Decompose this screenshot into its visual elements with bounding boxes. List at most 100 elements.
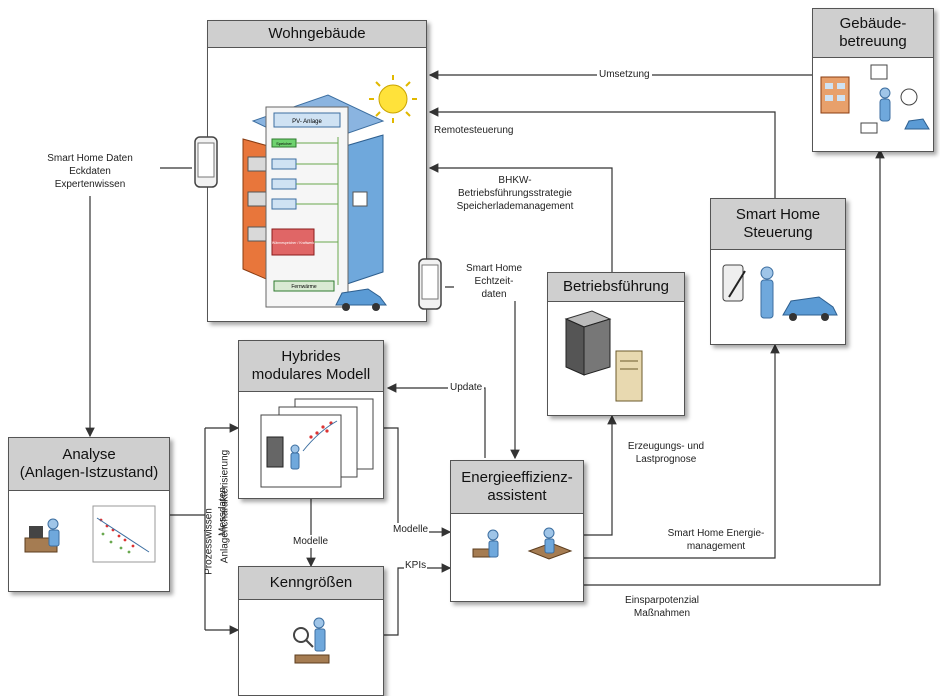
person-laptop-icon xyxy=(472,529,499,558)
building-illustration: PV- Anlage Speicher Wärmespeicher / Kraf… xyxy=(242,75,417,311)
person-magnifier-icon xyxy=(293,617,330,664)
model-stack-illustration xyxy=(260,398,374,488)
person-icon xyxy=(879,87,891,122)
label-vertical-group: Prozesswissen Messdaten Anlagencharakter… xyxy=(192,430,232,600)
label-energiemanagement-1: Smart Home Energie- xyxy=(667,528,765,539)
box-gebaeudebetreuung-title-2: betreuung xyxy=(839,33,907,50)
box-betriebsfuehrung-title: Betriebsführung xyxy=(563,278,669,295)
label-energiemanagement: Smart Home Energie- management xyxy=(656,527,776,553)
smarthome-illustration xyxy=(722,264,838,321)
arrow-modelle-right xyxy=(382,427,452,537)
pv-speicher-label: Speicher xyxy=(276,141,292,146)
box-kenngroessen: Kenngrößen xyxy=(238,566,384,696)
label-energiemanagement-2: management xyxy=(686,541,746,552)
label-umsetzung: Umsetzung xyxy=(597,68,652,81)
pv-panel-title: PV- Anlage xyxy=(292,119,322,125)
arrow-remotesteuerung xyxy=(428,107,776,198)
kpi-illustration xyxy=(293,617,330,664)
box-wohngebaeude-title: Wohngebäude xyxy=(268,25,366,42)
pc-tower-icon xyxy=(615,350,643,402)
label-smarthome-daten-3: Expertenwissen xyxy=(54,179,126,190)
box-hybrides-title-1: Hybrides xyxy=(281,348,341,365)
arrow-update xyxy=(386,383,486,458)
label-echtzeit-3: daten xyxy=(481,289,507,300)
laptop-icon xyxy=(860,122,878,134)
car-small-icon xyxy=(904,118,930,130)
pv-panel: PV- Anlage Speicher Wärmespeicher / Kraf… xyxy=(265,106,349,308)
box-hybrides-modell: Hybrides modulares Modell xyxy=(238,340,384,499)
person-desk-icon xyxy=(24,518,60,553)
person-icon xyxy=(290,444,300,470)
label-echtzeit-1: Smart Home xyxy=(465,263,523,274)
label-remotesteuerung: Remotesteuerung xyxy=(434,125,514,136)
label-bhkw-1: BHKW- xyxy=(498,175,532,186)
server-rack-icon xyxy=(564,310,612,376)
box-gebaeudebetreuung: Gebäude- betreuung xyxy=(812,8,934,152)
label-einspar-1: Einsparpotenzial xyxy=(625,595,699,606)
phone-icon-realtime xyxy=(418,258,442,310)
pv-fernwaerme-label: Fernwärme xyxy=(291,284,317,290)
box-analyse-title-2: (Anlagen-Istzustand) xyxy=(19,464,159,481)
label-smarthome-daten: Smart Home Daten Eckdaten Expertenwissen xyxy=(20,152,160,191)
car-icon xyxy=(335,288,387,311)
box-smarthome-title-2: Steuerung xyxy=(743,224,813,241)
label-smarthome-daten-1: Smart Home Daten xyxy=(47,153,133,164)
label-modelle-down: Modelle xyxy=(291,535,331,548)
service-illustration xyxy=(820,64,930,134)
label-kpis: KPIs xyxy=(404,559,428,572)
scatter-plot-icon xyxy=(92,505,156,563)
label-prozesswissen: Prozesswissen xyxy=(203,508,215,575)
box-analyse-title-1: Analyse xyxy=(62,446,116,463)
label-prognose: Erzeugungs- und Lastprognose xyxy=(616,440,716,466)
box-betriebsfuehrung-header: Betriebsführung xyxy=(548,273,684,302)
arrow-energiemanagement xyxy=(582,343,780,559)
label-anlagencharakterisierung: Anlagencharakterisierung xyxy=(219,449,231,564)
assistant-illustration xyxy=(472,527,573,560)
label-echtzeitdaten: Smart Home Echtzeit- daten xyxy=(454,262,534,301)
box-wohngebaeude-header: Wohngebäude xyxy=(208,21,426,48)
tablet-pen-icon xyxy=(722,264,746,302)
box-smarthome-steuerung: Smart Home Steuerung xyxy=(710,198,846,345)
box-energieeffizienz-header: Energieeffizienz- assistent xyxy=(451,461,583,514)
box-gebaeudebetreuung-header: Gebäude- betreuung xyxy=(813,9,933,58)
arrow-echtzeit xyxy=(445,286,520,460)
label-einsparpotenzial: Einsparpotenzial Maßnahmen xyxy=(612,594,712,620)
analyse-illustration xyxy=(24,505,156,563)
label-modelle-right: Modelle xyxy=(392,523,430,536)
label-update: Update xyxy=(448,381,485,394)
label-smarthome-daten-2: Eckdaten xyxy=(69,166,111,177)
arrow-einsparpotenzial xyxy=(582,148,885,586)
box-energieeffizienz-title-1: Energieeffizienz- xyxy=(461,469,573,486)
box-hybrides-title-2: modulares Modell xyxy=(251,366,371,383)
label-prognose-2: Lastprognose xyxy=(635,454,697,465)
phone-icon xyxy=(194,136,218,188)
label-einspar-2: Maßnahmen xyxy=(633,608,691,619)
box-wohngebaeude: Wohngebäude xyxy=(207,20,427,322)
box-analyse: Analyse (Anlagen-Istzustand) xyxy=(8,437,170,592)
box-kenngroessen-title: Kenngrößen xyxy=(269,574,353,591)
label-bhkw: BHKW- Betriebsführungsstrategie Speicher… xyxy=(430,174,600,213)
box-smarthome-steuerung-header: Smart Home Steuerung xyxy=(711,199,845,250)
label-prognose-1: Erzeugungs- und xyxy=(627,441,705,452)
person-desk-icon xyxy=(527,527,573,560)
box-hybrides-modell-header: Hybrides modulares Modell xyxy=(239,341,383,392)
box-energieeffizienzassistent: Energieeffizienz- assistent xyxy=(450,460,584,602)
arrow-bhkw xyxy=(428,163,613,272)
box-betriebsfuehrung: Betriebsführung xyxy=(547,272,685,416)
label-bhkw-2: Betriebsführungsstrategie xyxy=(458,188,572,199)
box-analyse-header: Analyse (Anlagen-Istzustand) xyxy=(9,438,169,491)
box-gebaeudebetreuung-title-1: Gebäude- xyxy=(839,15,907,32)
scatter-mini-icon xyxy=(309,421,333,439)
person-icon xyxy=(760,266,774,319)
chart-icon xyxy=(870,64,888,80)
server-illustration xyxy=(564,310,643,402)
pv-waerme-label: Wärmespeicher / Kraftwerk xyxy=(272,241,314,245)
box-energieeffizienz-title-2: assistent xyxy=(487,487,547,504)
car-icon xyxy=(782,296,838,321)
gauge-icon xyxy=(900,88,918,106)
box-smarthome-title-1: Smart Home xyxy=(735,206,821,223)
arrow-prognose xyxy=(582,414,617,536)
building-small-icon xyxy=(820,76,850,114)
arrow-kpis xyxy=(382,563,452,636)
